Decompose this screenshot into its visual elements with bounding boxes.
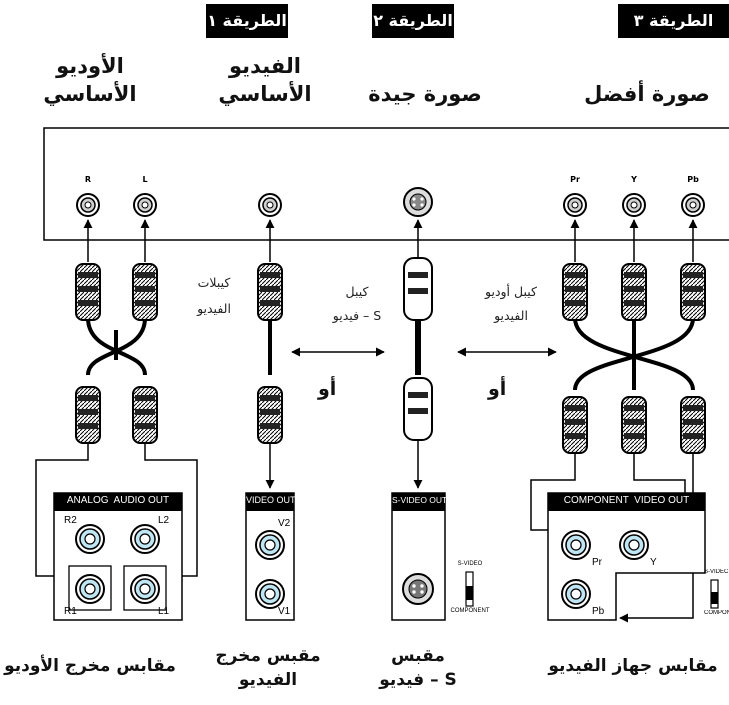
video-v2-jack (255, 530, 285, 560)
audio-l1-jack (130, 574, 160, 604)
tv-label-y: Y (631, 175, 637, 184)
output-switch-1 (465, 571, 474, 607)
audio-r-plug-upper (75, 263, 101, 321)
heading-basic-video-line1: الفيديو (229, 54, 301, 78)
tv-y-jack (622, 193, 646, 217)
audio-r-plug-lower (75, 386, 101, 444)
tv-label-pb: Pb (687, 175, 699, 184)
component-y-plug-lower (621, 396, 647, 454)
jack-label-r1: R1 (64, 606, 77, 617)
video-plug-upper (257, 263, 283, 321)
svideo-out-panel (391, 492, 446, 621)
component-pr-plug-lower (562, 396, 588, 454)
component-pr-plug-upper (562, 263, 588, 321)
jack-label-v1: V1 (278, 606, 291, 617)
jack-label-pb: Pb (592, 606, 605, 617)
component-video-out-panel (547, 492, 706, 621)
tv-pr-jack (563, 193, 587, 217)
jack-label-y: Y (650, 557, 657, 568)
svideo-plug-upper (403, 257, 433, 321)
component-cable-label-line1: كيبل أوديو (485, 284, 537, 299)
jack-label-l2: L2 (158, 515, 170, 526)
tv-video-jack (258, 193, 282, 217)
video-plug-lower (257, 386, 283, 444)
jack-label-pr: Pr (592, 557, 602, 568)
output-switch-2 (710, 579, 719, 609)
component-y-plug-upper (621, 263, 647, 321)
heading-basic-audio-line1: الأوديو (56, 54, 124, 78)
audio-out-panel-title: ANALOG AUDIO OUT (66, 495, 170, 506)
switch-2-top-label: S-VIDEC (704, 569, 729, 575)
svideo-out-panel-title: S-VIDEO OUT (392, 495, 448, 505)
component-pr-out-jack (561, 530, 591, 560)
component-pb-plug-lower (680, 396, 706, 454)
tv-pb-jack (681, 193, 705, 217)
heading-basic-video-line2: الأساسي (218, 82, 312, 106)
method-3-tab: الطريقة ٣ (618, 4, 729, 38)
component-out-panel-title: COMPONENT VIDEO OUT (563, 495, 690, 506)
component-cable-label-line2: الفيديو (494, 308, 528, 323)
svideo-cable-label-line1: كيبل (345, 284, 369, 299)
caption-svideo-jack-line1: مقبس (391, 646, 445, 666)
svideo-cable-label-line2: فيديو – S (332, 308, 382, 323)
audio-r2-jack (75, 524, 105, 554)
method-1-tab: الطريقة ١ (206, 4, 288, 38)
arrows-to-tv (83, 219, 698, 262)
audio-r1-jack (75, 574, 105, 604)
tv-audio-r-jack (76, 193, 100, 217)
or-label-1: أو (318, 378, 337, 400)
tv-audio-l-jack (133, 193, 157, 217)
component-pb-out-jack (561, 579, 591, 609)
jack-label-r2: R2 (64, 515, 77, 526)
caption-video-out-jack-line2: الفيديو (238, 670, 298, 690)
audio-l-plug-lower (132, 386, 158, 444)
video-cables-label-line1: كيبلات (197, 275, 231, 290)
caption-video-out-jack-line1: مقبس مخرج (215, 646, 321, 666)
switch-1-bottom-label: COMPONENT (450, 608, 490, 614)
caption-audio-out-jacks: مقابس مخرج الأوديو (4, 656, 176, 676)
svideo-out-jack (402, 573, 434, 605)
video-v1-jack (255, 579, 285, 609)
jack-label-v2: V2 (278, 518, 291, 529)
svideo-plug-lower (403, 377, 433, 441)
tv-back-panel (43, 127, 729, 241)
component-pb-plug-upper (680, 263, 706, 321)
audio-l-plug-upper (132, 263, 158, 321)
switch-1-top-label: S-VIDEO (457, 561, 483, 567)
jack-label-l1: L1 (158, 606, 170, 617)
audio-l2-jack (130, 524, 160, 554)
caption-svideo-jack-line2: فيديو – S (379, 670, 457, 690)
caption-video-device-jacks: مقابس جهاز الفيديو (548, 656, 718, 676)
or-label-2: أو (488, 378, 507, 400)
tv-label-l: L (142, 175, 148, 184)
switch-2-bottom-label: COMPONEN (704, 610, 729, 616)
video-out-panel-title: VIDEO OUT (246, 495, 296, 505)
heading-best-picture: صورة أفضل (584, 82, 710, 106)
cable-wires (86, 317, 695, 391)
analog-audio-out-panel (53, 492, 183, 621)
heading-good-picture: صورة جيدة (368, 82, 482, 106)
tv-svideo-jack (403, 187, 433, 217)
video-out-panel (245, 492, 295, 621)
method-2-tab: الطريقة ٢ (372, 4, 454, 38)
heading-basic-audio-line2: الأساسي (43, 82, 137, 106)
tv-label-r: R (84, 175, 92, 184)
video-cables-label-line2: الفيديو (197, 301, 231, 316)
component-y-out-jack (619, 530, 649, 560)
tv-label-pr: Pr (570, 175, 580, 184)
